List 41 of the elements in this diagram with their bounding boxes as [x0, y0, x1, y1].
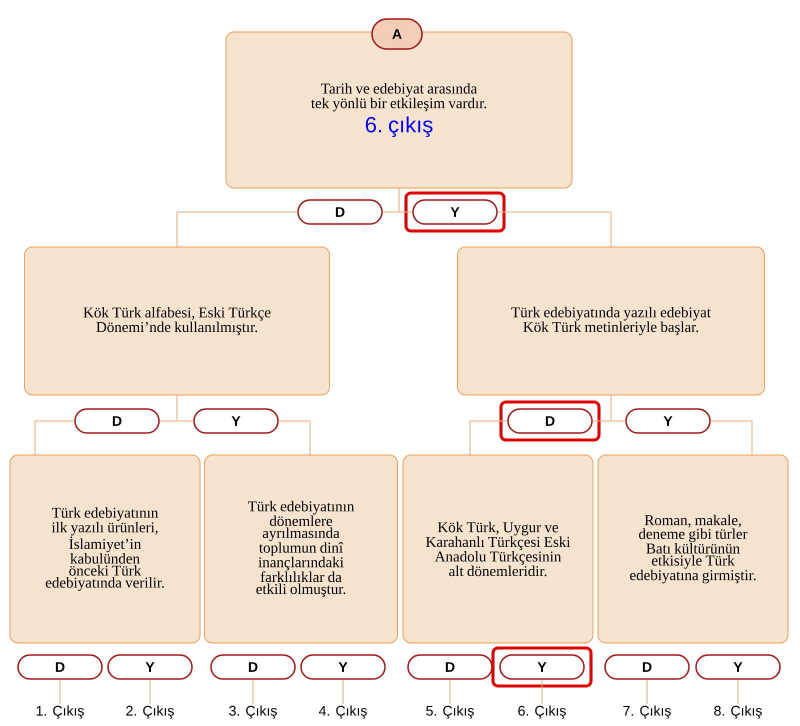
answer-pill: D: [604, 654, 690, 680]
statement-box: Türk edebiyatında yazılı edebiyat Kök Türk metinleriyle başlar.: [457, 246, 765, 396]
connector-line: [470, 420, 508, 455]
exit-label: 1. Çıkış: [36, 705, 84, 719]
statement-box: Kök Türk alfabesi, Eski Türkçe Dönemi’nde kullanılmıştır.: [24, 246, 330, 396]
exit-label: 6. Çıkış: [518, 705, 566, 719]
answer-pill: Y: [412, 199, 498, 225]
connector-line: [646, 679, 648, 705]
exit-label: 2. Çıkış: [126, 705, 174, 719]
statement-box: Roman, makale, deneme gibi türler Batı kültürünün etkisiyle Türk edebiyatına girmiştir.: [598, 454, 788, 644]
answer-pill: D: [407, 654, 493, 680]
answer-pill: Y: [300, 654, 386, 680]
exit-label: 3. Çıkış: [229, 705, 277, 719]
connector-line: [252, 679, 254, 705]
answer-pill: D: [210, 654, 296, 680]
answer-pill: Y: [499, 654, 585, 680]
statement-box: Türk edebiyatının ilk yazılı ürünleri, İslamiyet’in kabulünden önceki Türk edebiyatında verilir.: [10, 454, 200, 644]
connector-line: [342, 679, 344, 705]
answer-pill: D: [297, 199, 383, 225]
exit-label: 4. Çıkış: [318, 705, 367, 719]
answer-pill: D: [507, 408, 593, 434]
exit-label: 5. Çıkış: [426, 705, 474, 719]
connector-line: [34, 420, 75, 455]
answer-pill: Y: [625, 408, 711, 434]
connector-line: [176, 212, 298, 247]
connector-line: [176, 395, 194, 422]
exit-label: 8. Çıkış: [714, 705, 762, 719]
connector-line: [610, 395, 626, 422]
answer-pill: Y: [193, 408, 279, 434]
letter-badge: A: [371, 18, 423, 50]
answer-pill: D: [74, 408, 160, 434]
answer-pill: Y: [107, 654, 193, 680]
statement-box: Kök Türk, Uygur ve Karahanlı Türkçesi Eski Anadolu Türkçesinin alt dönemleridir.: [402, 454, 594, 644]
answer-pill: D: [17, 654, 103, 680]
statement-box: Türk edebiyatının dönemlere ayrılmasında toplumun dinî inançlarındaki farklılıklar da etkili olmuştur.: [204, 454, 398, 644]
exit-label: 7. Çıkış: [623, 705, 671, 719]
connector-line: [710, 420, 752, 455]
connector-line: [278, 420, 310, 455]
connector-line: [497, 212, 612, 247]
connector-line: [398, 188, 413, 212]
answer-pill: Y: [695, 654, 781, 680]
